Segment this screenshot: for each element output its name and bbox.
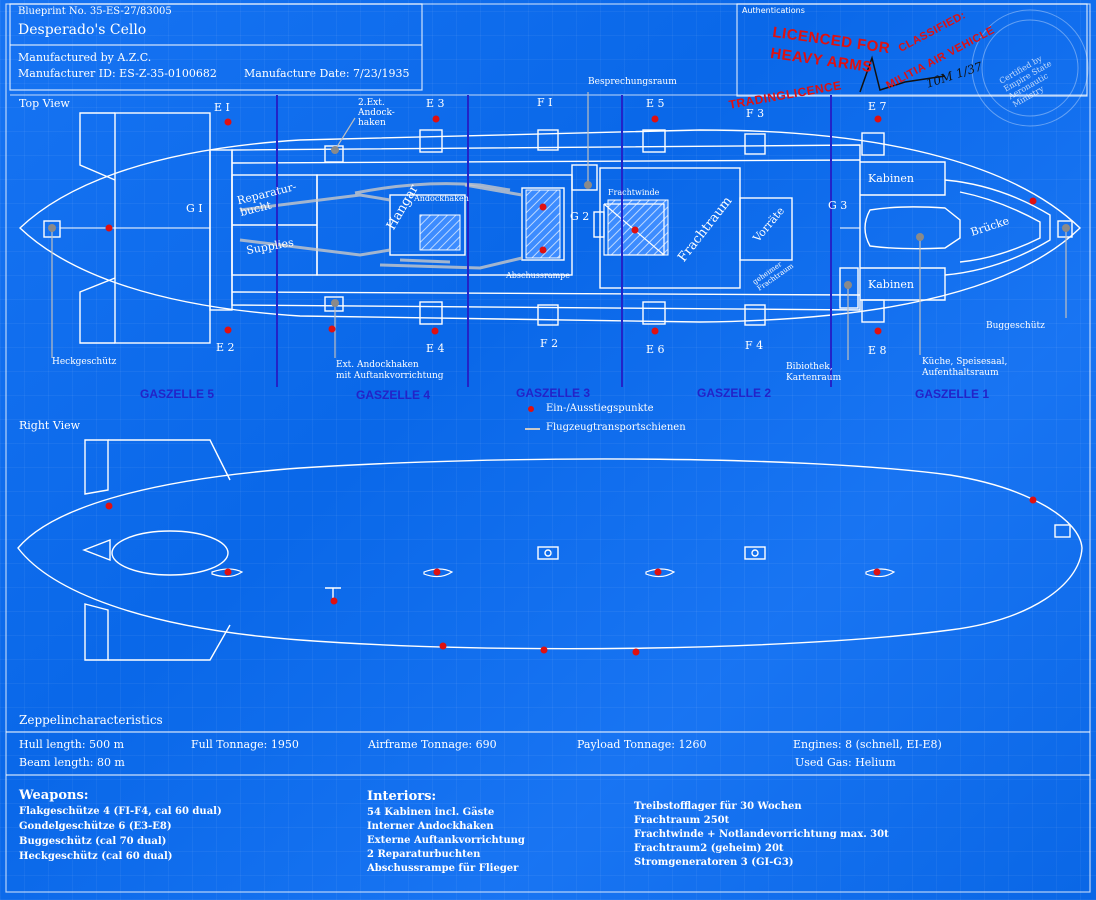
gaszelle-5: GASZELLE 5: [140, 387, 215, 401]
gaszelle-4: GASZELLE 4: [356, 388, 431, 402]
airframe-tonnage: Airframe Tonnage: 690: [368, 738, 497, 751]
callout-kueche: Küche, Speisesaal, Aufenthaltsraum: [922, 357, 1008, 378]
header-box: [9, 3, 423, 91]
top-view-title: Top View: [19, 97, 70, 110]
label-e4: E 4: [426, 342, 445, 355]
label-f2: F 2: [540, 337, 559, 350]
manufacture-date: Manufacture Date: 7/23/1935: [244, 67, 410, 80]
authentications-box: [736, 3, 1088, 97]
interior-item: 2 Reparaturbuchten: [367, 849, 481, 860]
manufacturer-id: Manufacturer ID: ES-Z-35-0100682: [18, 67, 217, 80]
weapon-item: Flakgeschütze 4 (FI-F4, cal 60 dual): [19, 806, 222, 817]
gaszelle-1: GASZELLE 1: [915, 387, 990, 401]
room-kabinen-bottom: Kabinen: [868, 278, 915, 291]
storage-item: Frachtraum 250t: [634, 815, 730, 826]
label-e8: E 8: [868, 344, 887, 357]
frame: [5, 3, 1091, 893]
label-e6: E 6: [646, 343, 665, 356]
callout-ext-andockhaken-tank: Ext. Andockhaken mit Auftankvorrichtung: [336, 360, 444, 381]
engines-count: Engines: 8 (schnell, EI-E8): [793, 738, 942, 751]
interior-item: Interner Andockhaken: [367, 821, 494, 832]
blueprint-number: Blueprint No. 35-ES-27/83005: [18, 6, 172, 17]
label-f4: F 4: [745, 339, 764, 352]
label-e1: E I: [214, 101, 230, 114]
label-f3: F 3: [746, 107, 765, 120]
weapon-item: Gondelgeschütze 6 (E3-E8): [19, 821, 172, 832]
label-g3: G 3: [828, 199, 848, 212]
manufacturer: Manufactured by A.Z.C.: [18, 51, 152, 64]
storage-item: Stromgeneratoren 3 (GI-G3): [634, 857, 794, 868]
payload-tonnage: Payload Tonnage: 1260: [577, 738, 707, 751]
callout-buggeschuetz: Buggeschütz: [986, 321, 1045, 331]
callout-heckgeschuetz: Heckgeschütz: [52, 357, 117, 367]
right-view-hull: [17, 439, 1083, 661]
label-f1: F I: [537, 96, 553, 109]
signature: [859, 55, 946, 93]
weapons-title: Weapons:: [19, 788, 89, 803]
legend-entry-points: Ein-/Ausstiegspunkte: [546, 403, 654, 414]
storage-item: Treibstofflager für 30 Wochen: [634, 801, 802, 812]
callout-bibliothek: Bibiothek, Kartenraum: [786, 362, 842, 383]
storage-item: Frachtraum2 (geheim) 20t: [634, 843, 784, 854]
top-view-hull: [18, 112, 1082, 344]
label-g1: G I: [186, 202, 203, 215]
gaszelle-3: GASZELLE 3: [516, 386, 591, 400]
characteristics-title: Zeppelincharacteristics: [19, 713, 163, 727]
interior-item: Externe Auftankvorrichtung: [367, 835, 525, 846]
room-kabinen-top: Kabinen: [868, 172, 915, 185]
label-e7: E 7: [868, 100, 887, 113]
used-gas: Used Gas: Helium: [795, 756, 896, 769]
interior-item: 54 Kabinen incl. Gäste: [367, 807, 495, 818]
authentications-label: Authentications: [742, 6, 805, 15]
seal: [971, 9, 1089, 127]
hull-length: Hull length: 500 m: [19, 738, 124, 751]
label-e2: E 2: [216, 341, 235, 354]
blueprint-title: Desperado's Cello: [18, 22, 147, 38]
callout-besprechungsraum: Besprechungsraum: [588, 77, 677, 87]
interiors-title: Interiors:: [367, 789, 437, 804]
label-e5: E 5: [646, 97, 665, 110]
label-g2: G 2: [570, 210, 590, 223]
beam-length: Beam length: 80 m: [19, 756, 125, 769]
interior-item: Abschussrampe für Flieger: [367, 863, 519, 874]
room-frachtwinde: Frachtwinde: [608, 188, 660, 197]
room-andockhaken: Andockhaken: [414, 194, 469, 203]
legend-rails: Flugzeugtransportschienen: [546, 422, 686, 433]
right-view-title: Right View: [19, 419, 81, 432]
weapon-item: Heckgeschütz (cal 60 dual): [19, 851, 173, 862]
gaszelle-2: GASZELLE 2: [697, 386, 772, 400]
weapon-item: Buggeschütz (cal 70 dual): [19, 836, 167, 847]
callout-ext-andockhaken-2: 2.Ext. Andock- haken: [358, 98, 395, 128]
label-e3: E 3: [426, 97, 445, 110]
room-abschussrampe: Abschussrampe: [506, 271, 571, 280]
storage-item: Frachtwinde + Notlandevorrichtung max. 3…: [634, 829, 889, 840]
full-tonnage: Full Tonnage: 1950: [191, 738, 299, 751]
